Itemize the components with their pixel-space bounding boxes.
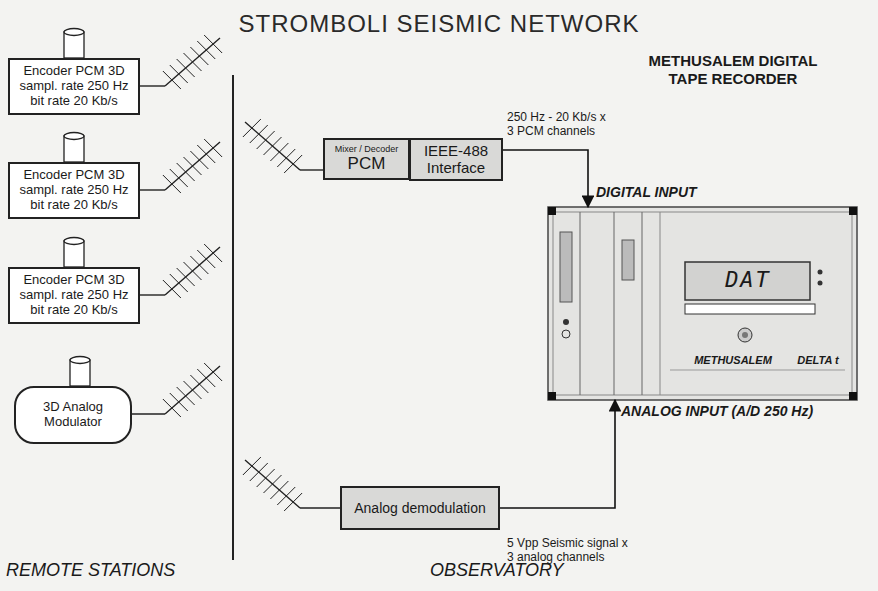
decoder-box: Mixer / DecoderPCM [323,138,410,180]
box-text: DELTA t [788,354,848,367]
box-text: IEEE-488 Interface [415,142,497,177]
box-text: Analog demodulation [354,500,486,516]
encoder-box: Encoder PCM 3D sampl. rate 250 Hz bit ra… [8,162,140,219]
divider-line [232,75,234,560]
box-text: Encoder PCM 3D sampl. rate 250 Hz bit ra… [16,168,132,213]
antenna-symbol [140,139,222,193]
box-text: 3D Analog Modulator [26,400,120,430]
seismometer-symbol [64,238,84,268]
demodulator-box: Analog demodulation [340,486,500,530]
antenna-symbol [140,35,222,89]
input-label: DIGITAL INPUT [596,184,736,201]
antenna-symbol [140,244,222,298]
seismometer-symbol [70,357,90,387]
box-text: METHUSALEM [678,354,788,367]
box-text: Mixer / Decoder [335,144,399,154]
antenna-symbol [132,363,222,417]
signal-label: 5 Vpp Seismic signal x 3 analog channels [507,536,632,565]
seismometer-symbol [64,29,84,59]
input-label: ANALOG INPUT (A/D 250 Hz) [621,403,861,420]
diagram-title: STROMBOLI SEISMIC NETWORK [0,10,878,38]
recorder-illustration [548,207,857,400]
antenna-symbol [243,119,323,173]
encoder-box: Encoder PCM 3D sampl. rate 250 Hz bit ra… [8,267,140,324]
box-text: DAT [698,267,798,292]
signal-arrow [503,150,588,207]
device-heading: METHUSALEM DIGITAL TAPE RECORDER [628,52,838,88]
signal-label: 250 Hz - 20 Kb/s x 3 PCM channels [507,110,607,139]
box-text: Encoder PCM 3D sampl. rate 250 Hz bit ra… [16,64,132,109]
box-text: Encoder PCM 3D sampl. rate 250 Hz bit ra… [16,273,132,318]
box-text: PCM [348,154,386,174]
signal-arrow [500,400,615,508]
modulator-box: 3D Analog Modulator [14,386,132,444]
antenna-symbol [243,457,340,511]
tape-recorder: DAT METHUSALEMDELTA t [548,207,857,400]
seismometer-symbol [64,133,84,163]
region-label: REMOTE STATIONS [6,560,226,582]
encoder-box: Encoder PCM 3D sampl. rate 250 Hz bit ra… [8,58,140,115]
interface-box: IEEE-488 Interface [409,138,503,181]
